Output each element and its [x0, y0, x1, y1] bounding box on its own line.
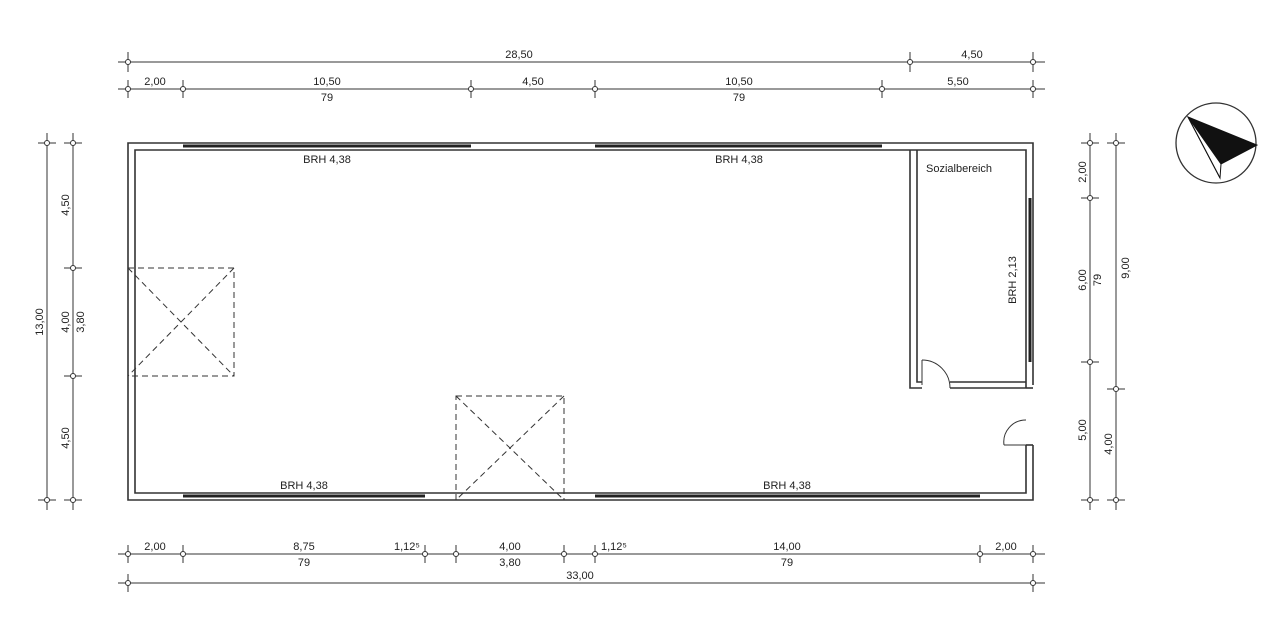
bottom-seg6-label: 14,00 — [773, 541, 801, 553]
building-outline — [127, 142, 1034, 501]
top-overall-label: 28,50 — [505, 49, 533, 61]
bottom-dimension-chain: 2,00 8,75 79 1,12⁵ 4,00 3,80 1,12⁵ 14,00… — [118, 541, 1045, 592]
left-seg3-label: 4,50 — [60, 427, 72, 448]
brh-top-right-label: BRH 4,38 — [715, 154, 763, 166]
brh-right-label: BRH 2,13 — [1007, 256, 1019, 304]
social-room: Sozialbereich — [909, 150, 1026, 389]
social-door-swing — [921, 359, 951, 389]
top-overall-right-label: 4,50 — [961, 49, 982, 61]
right-inner-seg2-label: 6,00 — [1077, 269, 1089, 290]
left-seg2-label: 4,00 — [60, 311, 72, 332]
bottom-seg3-label: 1,12⁵ — [394, 541, 420, 553]
left-dimension-chain: 13,00 4,50 4,00 3,80 4,50 — [34, 133, 87, 510]
void-left — [127, 267, 235, 377]
brh-top-left-label: BRH 4,38 — [303, 154, 351, 166]
room-label-sozialbereich: Sozialbereich — [926, 163, 992, 175]
top-seg4-label: 10,50 — [725, 76, 753, 88]
right-dimension-chain: 2,00 6,00 79 5,00 9,00 4,00 — [1077, 133, 1132, 510]
bottom-seg6-sub-label: 79 — [781, 557, 793, 569]
top-seg3-label: 4,50 — [522, 76, 543, 88]
top-seg4-sub-label: 79 — [733, 92, 745, 104]
north-arrow-icon — [1175, 102, 1259, 184]
brh-bottom-right-label: BRH 4,38 — [763, 480, 811, 492]
bottom-seg4-label: 4,00 — [499, 541, 520, 553]
bottom-seg2-sub-label: 79 — [298, 557, 310, 569]
top-seg2-label: 10,50 — [313, 76, 341, 88]
left-seg2-sub-label: 3,80 — [75, 311, 87, 332]
left-seg1-label: 4,50 — [60, 194, 72, 215]
void-bottom — [455, 395, 565, 501]
right-inner-seg3-label: 5,00 — [1077, 419, 1089, 440]
left-overall-label: 13,00 — [34, 308, 46, 336]
top-seg2-sub-label: 79 — [321, 92, 333, 104]
top-dimension-chain: 28,50 4,50 2,00 10,50 79 4,50 10,50 79 5… — [118, 49, 1045, 104]
right-inner-seg2-sub-label: 79 — [1092, 274, 1104, 286]
top-seg1-label: 2,00 — [144, 76, 165, 88]
bottom-seg4-sub-label: 3,80 — [499, 557, 520, 569]
bottom-seg1-label: 2,00 — [144, 541, 165, 553]
bottom-overall-label: 33,00 — [566, 570, 594, 582]
right-outer-seg1-label: 9,00 — [1120, 257, 1132, 278]
top-seg5-label: 5,50 — [947, 76, 968, 88]
bottom-seg5-label: 1,12⁵ — [601, 541, 627, 553]
brh-bottom-left-label: BRH 4,38 — [280, 480, 328, 492]
exterior-door — [1003, 419, 1027, 446]
bottom-seg7-label: 2,00 — [995, 541, 1016, 553]
bottom-seg2-label: 8,75 — [293, 541, 314, 553]
right-inner-seg1-label: 2,00 — [1077, 161, 1089, 182]
right-outer-seg2-label: 4,00 — [1103, 433, 1115, 454]
